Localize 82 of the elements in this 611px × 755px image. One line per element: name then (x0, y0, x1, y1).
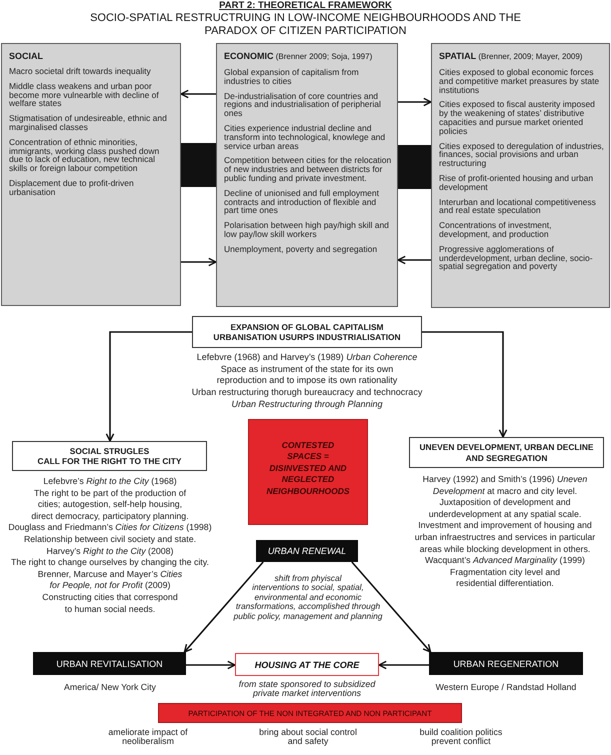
list-item: Middle class weakens and urban poor become more vulnearble with decline of welfare states (9, 82, 160, 108)
banner-bar (158, 703, 462, 723)
list-item: Cities experience industrial decline and transform into technological, knowlege and service urban areas (224, 124, 386, 150)
caption-text: Urban restructuring thorugh bureaucracy and technocracy (192, 387, 422, 399)
list-item: Global expansion of capitalism from industries to cities (224, 68, 360, 86)
caption-text: Wacquant’s Advanced Marginality (1999) (425, 555, 585, 567)
caption-text: build coalition politics prevent conflict (418, 728, 504, 747)
list-item: Stigmatisation of undesireable, ethnic and marginalised classes (9, 114, 168, 132)
category-panel (1, 43, 181, 306)
list-item: Polarisation between high pay/high skill and low pay/low skill workers (224, 221, 390, 239)
box-label: URBANISATION USURPS INDUSTRIALISATION (213, 332, 401, 342)
concept-box (192, 316, 422, 348)
stage-box (256, 540, 358, 562)
caption-text: America/ New York City (64, 682, 156, 693)
section-heading: PART 2: THEORETICAL FRAMEWORK (218, 0, 393, 11)
caption-text: Juxtaposition of development and underdevelopment at any spatial scale. (428, 497, 582, 520)
arrow (106, 331, 192, 442)
caption-text: Constructing cities that correspond to human social needs. (41, 592, 179, 616)
caption-text: The right to be part of the production of cities; autogestion, self-help housing, direct democracy, participatory planning. (30, 488, 190, 522)
box-label: URBAN REGENERATION (453, 658, 559, 668)
panel-heading: ECONOMIC (Brenner 2009; Soja, 1997) (224, 51, 374, 62)
caption-text: from state sponsored to subsidized private market interventions (238, 680, 376, 699)
arrow (181, 258, 217, 266)
arrow (184, 561, 264, 653)
connector-bar (181, 143, 216, 187)
box-label: URBAN REVITALISATION (56, 658, 163, 668)
arrow (186, 660, 236, 670)
list-item: Cities exposed to deregulation of industries, finances, social provisions and urban restructuring (439, 142, 604, 168)
list-item: Rise of profit-oriented housing and urban development (439, 174, 594, 192)
list-item: De-industrialisation of core countries and regions and industrialisation of peripherial ones (224, 92, 382, 118)
stage-box (33, 652, 186, 675)
category-panel (216, 43, 398, 307)
highlight-box (248, 419, 368, 525)
diagram-title: SOCIO-SPATIAL RESTRUCTRUING IN LOW-INCOME NEIGHBOURHOODS AND THE PARADOX OF CITIZEN PARTICIPATION (89, 12, 522, 38)
list-item: Unemployment, poverty and segregation (224, 244, 378, 254)
caption-text: Investment and improvement of housing and urban infraestructres and services in particular areas while blocking development in others. (414, 520, 596, 556)
list-item: Displacement due to profit-driven urbanisation (9, 178, 135, 197)
list-item: Macro societal drift towards inequality (9, 67, 152, 76)
arrow (378, 660, 429, 670)
panel-heading: SOCIAL (9, 51, 44, 61)
box-label: CONTESTED SPACES = DISINVESTED AND NEGLECTED NEIGHBOURHOODS (265, 440, 351, 498)
caption-text: The right to change ourselves by changing the city. (11, 557, 209, 569)
core-box (235, 653, 379, 676)
box-label: UNEVEN DEVELOPMENT, URBAN DECLINE AND SEGREGATION (418, 442, 595, 463)
list-item: Progressive agglomerations of underdevelopment, urban decline, socio-spatial segregation and poverty (439, 244, 594, 272)
caption-text: Western Europe / Randstad Holland (436, 682, 576, 693)
list-item: Concentration of ethnic minorities, immigrants, working class pushed down due to lack of education, new technical skills or foreign labour competition (9, 138, 160, 173)
panel-heading: SPATIAL (Brenner, 2009; Mayer, 2009) (439, 51, 584, 62)
caption-text: Harvey (1992) and Smith’s (1996) Uneven Development at macro and city level. (422, 474, 588, 498)
list-item: Competition between cities for the relocation of new industries and between districts for public funding and private investment. (224, 156, 392, 183)
caption-text: Harvey’s Right to the City (2008) (46, 546, 174, 558)
caption-text: Fragmentation city level and residential differentiation. (448, 566, 562, 590)
caption-text: ameliorate impact of neoliberalism (107, 728, 189, 747)
list-item: Cities exposed to fiscal austerity imposed by the weakening of states’ distributive capacities and pursue market oriented policies (439, 100, 596, 136)
caption-text: Urban Restructuring through Planning (231, 398, 383, 411)
list-item: Interurban and locational competitiveness and real estate speculation (439, 198, 597, 216)
arrow (351, 561, 432, 653)
connector-bar (398, 145, 431, 189)
arrow (397, 256, 431, 264)
caption-text: Brenner, Marcuse and Mayer’s Cities for People, not for Profit (2009) (36, 568, 184, 592)
arrow (398, 98, 432, 106)
caption-text: Douglass and Friedmann’s Cities for Citizens (1998) (8, 522, 212, 534)
arrow (422, 331, 508, 438)
list-item: Concentrations of investment, development, and production (439, 221, 552, 239)
box-label: CALL FOR THE RIGHT TO THE CITY (38, 456, 182, 466)
list-item: Decline of unionised and full employment contracts and introduction of flexible and part time ones (224, 188, 380, 216)
caption-text: Space as instrument of the state for its own reproduction and to impose its own rationality (216, 364, 398, 388)
box-label: EXPANSION OF GLOBAL CAPITALISM (230, 322, 384, 332)
concept-box (12, 441, 207, 471)
list-item: Cities exposed to global economic forces and competitive market preasures by state institutions (439, 68, 600, 94)
caption-text: Lefebvre’s Right to the City (1968) (43, 476, 177, 488)
stage-box (429, 652, 583, 675)
box-label: HOUSING AT THE CORE (254, 660, 360, 670)
arrow (180, 90, 216, 98)
caption-text: Relationship between civil society and state. (24, 534, 196, 546)
caption-text: bring about social control and safety (259, 728, 357, 747)
caption-text: Lefebvre (1968) and Harvey’s (1989) Urban Coherence (196, 352, 418, 364)
caption-text: shift from phyiscal interventions to social, spatial, environmental and economic transformations, accomplished through public policy, management and planning (234, 573, 382, 621)
box-label: URBAN RENEWAL (268, 546, 346, 556)
category-panel (431, 43, 610, 308)
concept-box (409, 437, 604, 468)
box-label: SOCIAL STRUGLES (70, 446, 150, 456)
